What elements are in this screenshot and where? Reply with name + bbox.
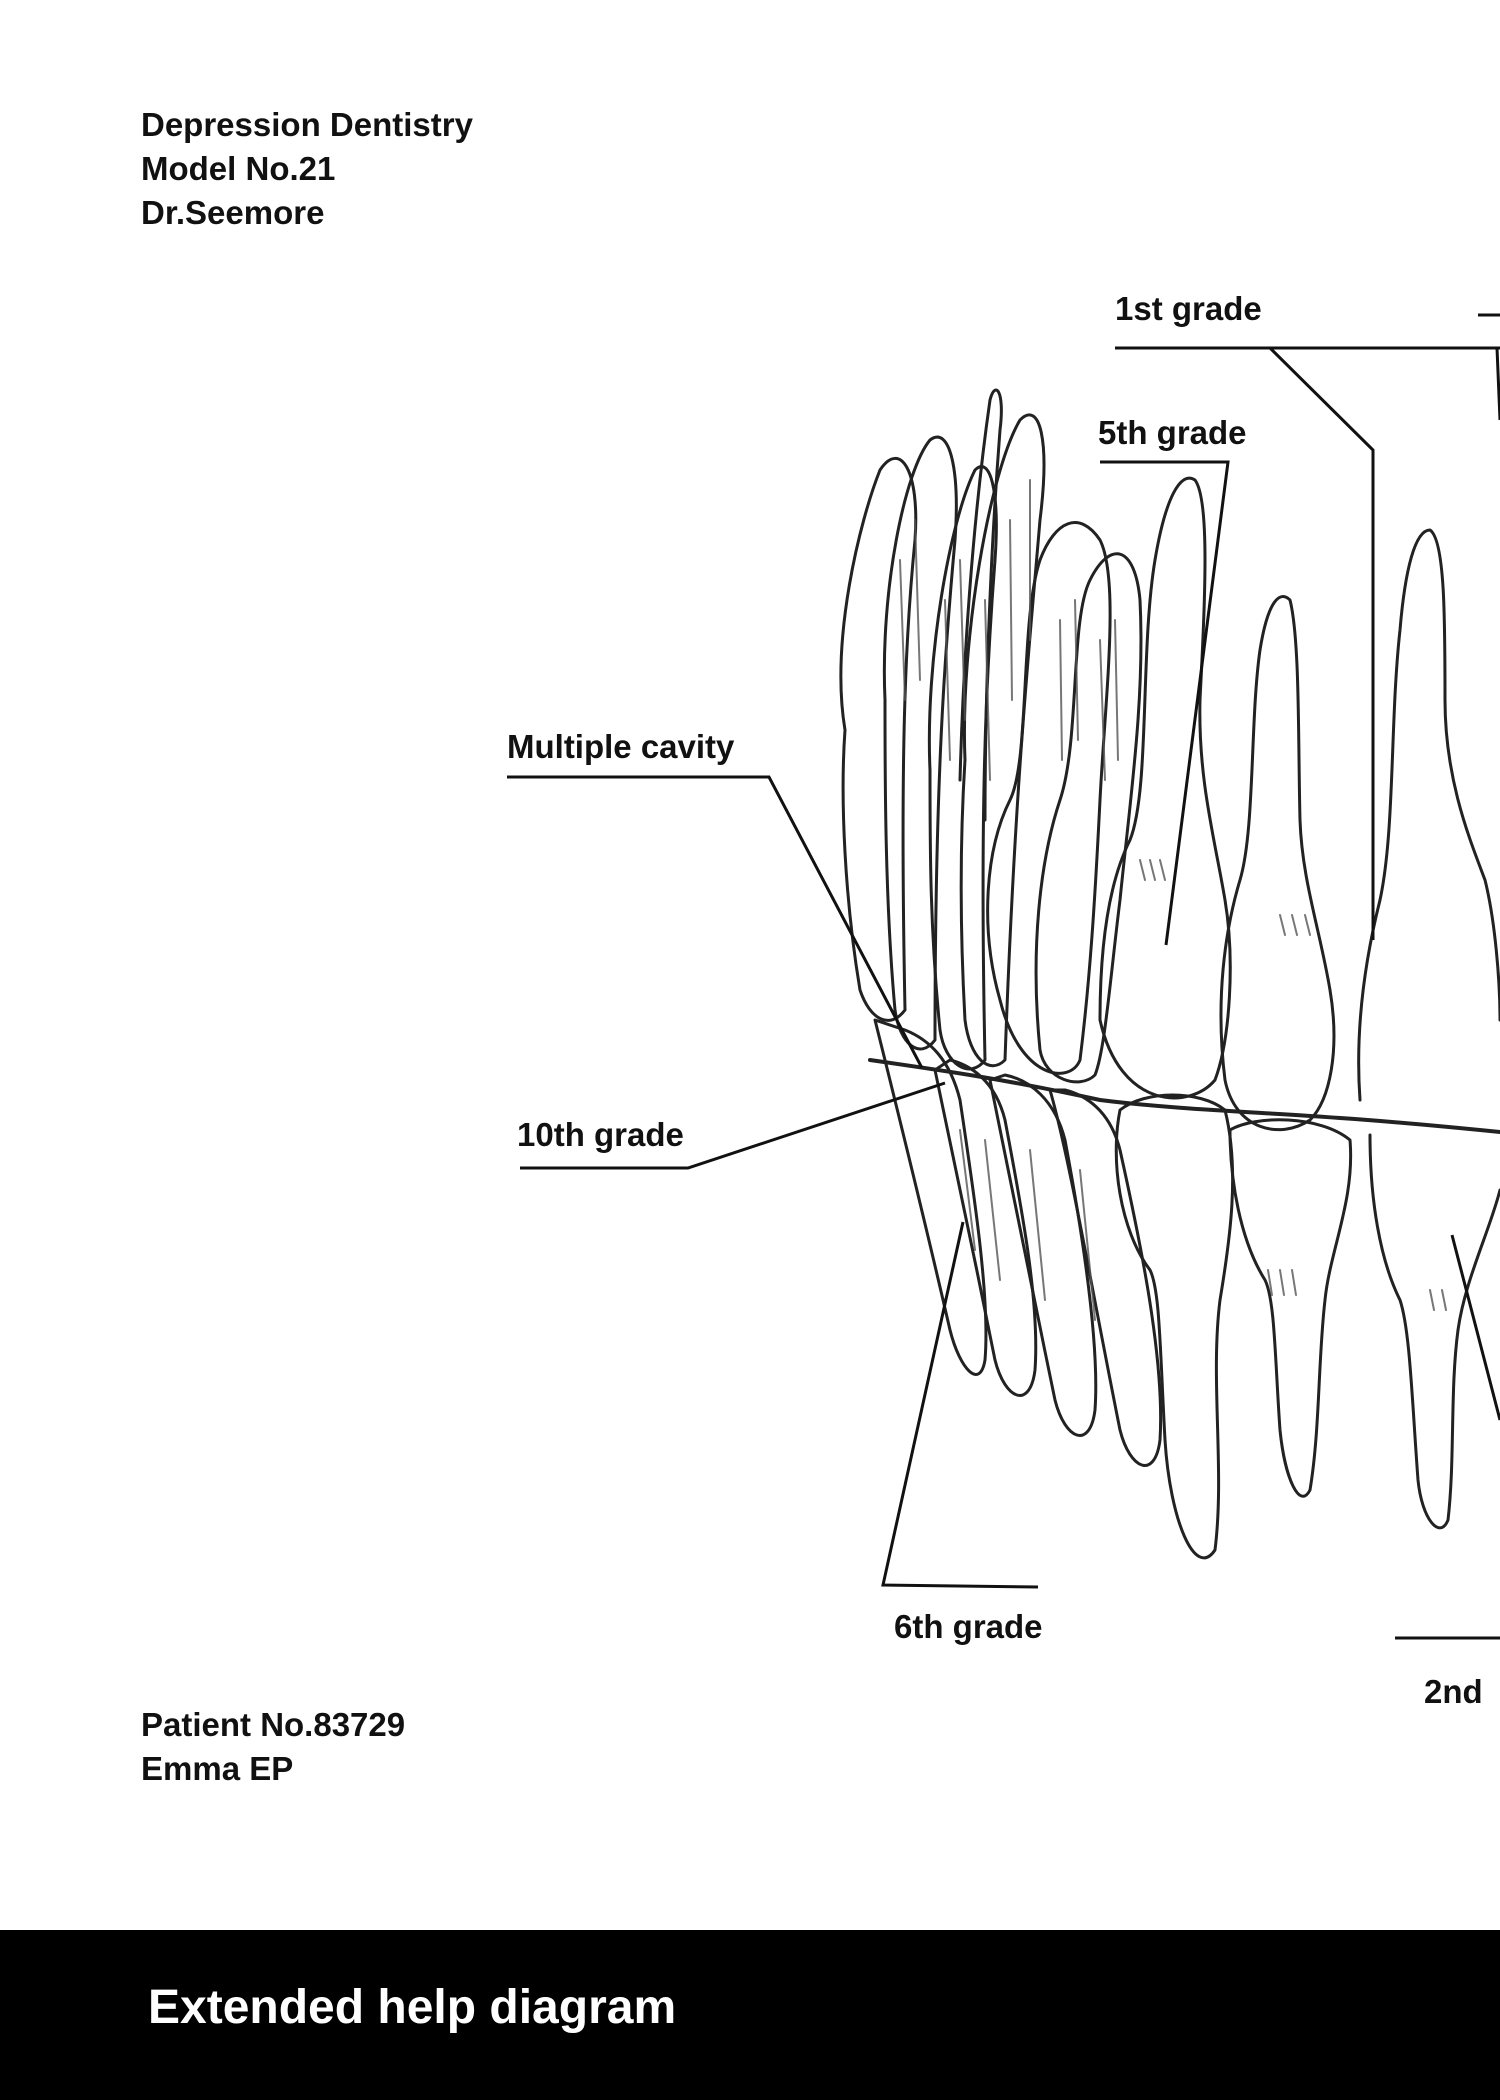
label-1st-grade: 1st grade [1115, 290, 1262, 327]
label-multiple-cavity: Multiple cavity [507, 728, 735, 765]
callout-labels: 1st grade 5th grade Multiple cavity 10th… [507, 290, 1483, 1710]
callout-line-10th-grade [520, 1081, 946, 1170]
label-10th-grade: 10th grade [517, 1116, 684, 1153]
label-6th-grade: 6th grade [894, 1608, 1043, 1645]
callout-line-multiple-cavity [507, 775, 924, 1069]
callout-line-6th-grade [881, 1221, 1039, 1589]
label-2nd-grade: 2nd [1424, 1673, 1483, 1710]
callout-line-5th-grade [1100, 460, 1230, 946]
callout-line-2nd-grade-right [1450, 1234, 1500, 1421]
footer-bar: Extended help diagram [0, 1930, 1500, 2100]
footer-title: Extended help diagram [148, 1981, 677, 2034]
patient-info: Patient No.83729 Emma EP [141, 1703, 405, 1791]
clinic-name: Depression Dentistry [141, 106, 473, 143]
model-number: Model No.21 [141, 150, 336, 187]
bite-line [868, 1058, 1500, 1134]
callout-line-1st-grade-right [1478, 313, 1500, 421]
lower-back-teeth [873, 1018, 1163, 1467]
lower-front-teeth [1114, 1093, 1500, 1560]
label-5th-grade: 5th grade [1098, 414, 1247, 451]
upper-back-teeth [839, 388, 1046, 1071]
callout-lines [507, 313, 1500, 1640]
upper-mid-teeth [986, 521, 1143, 1084]
teeth-drawing [839, 388, 1500, 1560]
patient-number: Patient No.83729 [141, 1706, 406, 1743]
upper-front-teeth [1098, 476, 1500, 1132]
shading [899, 479, 1447, 1321]
callout-line-1st-grade [1115, 346, 1500, 940]
header-info: Depression Dentistry Model No.21 Dr.Seem… [141, 103, 473, 235]
doctor-name: Dr.Seemore [141, 194, 325, 231]
patient-name: Emma EP [141, 1750, 294, 1787]
